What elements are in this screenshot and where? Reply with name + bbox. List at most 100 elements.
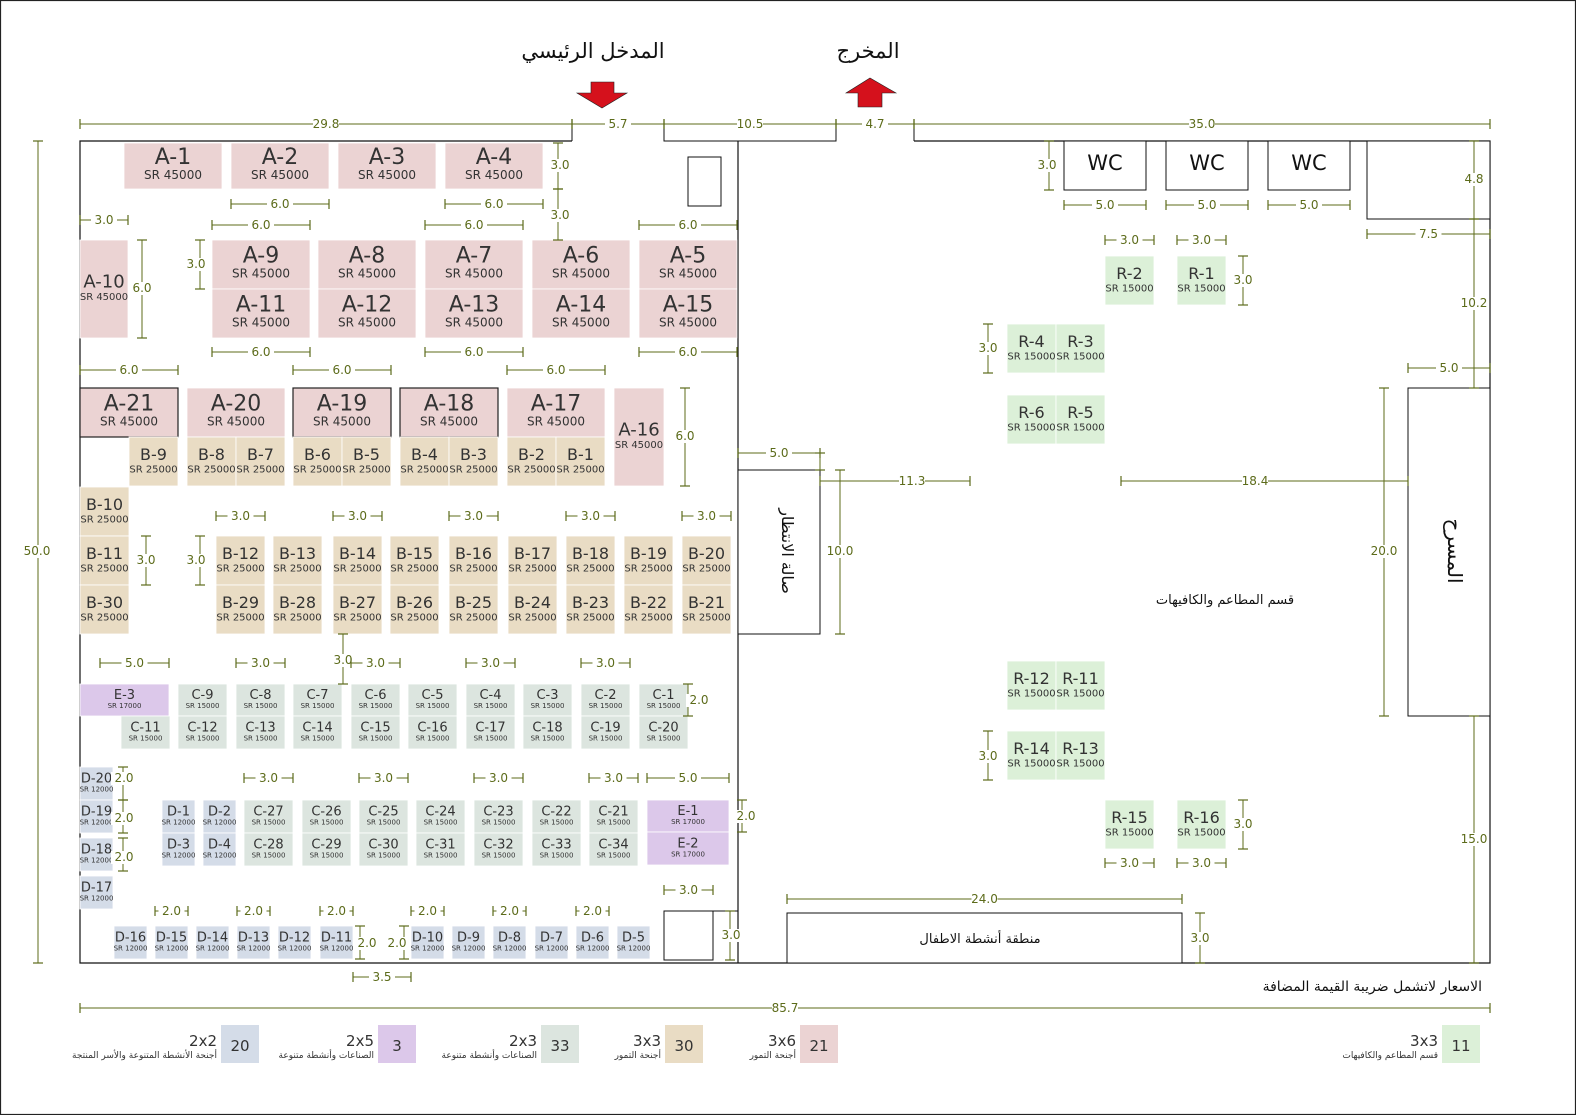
main-entrance-label: المدخل الرئيسي <box>521 39 664 63</box>
dim-label: 3.0 <box>978 341 997 355</box>
dim-label-bg <box>1189 118 1215 131</box>
booth-a-9: A-9SR 45000 <box>211 239 311 290</box>
dim-label-bg <box>766 447 792 460</box>
dimension-line: 10.2 <box>1461 218 1487 389</box>
booth-rect <box>215 584 266 635</box>
dim-label-bg <box>686 694 712 707</box>
booth-id: A-20 <box>211 392 262 417</box>
booth-rect <box>319 925 354 960</box>
booth-rect <box>522 715 573 750</box>
booth-id: B-22 <box>630 593 667 612</box>
dim-label-bg <box>354 937 380 950</box>
dimension-line: 3.0 <box>975 323 1001 374</box>
booth-rect <box>415 832 466 867</box>
vat-note: الاسعار لاتشمل ضريبة القيمة المضافة <box>1263 979 1482 995</box>
dim-label-bg <box>827 545 853 558</box>
booth-rect <box>113 925 148 960</box>
booth-price: SR 12000 <box>617 945 651 953</box>
legend-size: 3x3 <box>1410 1032 1438 1050</box>
dim-label-bg <box>1116 857 1143 870</box>
dim-label-bg <box>675 772 701 785</box>
dim-label: 10.0 <box>827 544 854 558</box>
booth-b-1: B-1SR 25000 <box>555 436 606 487</box>
booth-price: SR 12000 <box>80 786 114 794</box>
storage-box <box>687 156 722 207</box>
dimension-line: 6.0 <box>211 345 311 359</box>
dim-label-bg <box>111 812 137 825</box>
dim-label-bg <box>675 884 702 897</box>
booth-price: SR 15000 <box>474 735 508 743</box>
dimension-line: 2.0 <box>319 904 354 918</box>
reception-label: صالة الانتظار <box>777 507 797 594</box>
dim-label-bg <box>461 219 487 232</box>
booth-price: SR 25000 <box>80 564 128 575</box>
dimension-line: 2.0 <box>384 925 410 960</box>
booth-price: SR 17000 <box>108 702 142 710</box>
booth-rect <box>243 832 294 867</box>
booth-price: SR 25000 <box>342 465 390 476</box>
dim-label-bg <box>600 772 627 785</box>
booth-r-3: R-3SR 15000 <box>1055 323 1106 374</box>
legend-desc: أجنحة الأنشطة المتنوعة والأسر المنتجة <box>72 1049 217 1061</box>
booth-b-3: B-3SR 25000 <box>448 436 499 487</box>
dim-label: 5.0 <box>1439 361 1458 375</box>
booth-id: R-2 <box>1116 264 1142 283</box>
booth-rect <box>1055 394 1106 445</box>
booth-price: SR 15000 <box>1056 352 1104 363</box>
booth-rect <box>301 799 352 834</box>
booth-rect <box>1104 799 1155 850</box>
booth-id: C-16 <box>417 720 447 735</box>
booth-id: B-5 <box>353 445 380 464</box>
booth-price: SR 15000 <box>129 735 163 743</box>
booth-price: SR 15000 <box>310 819 344 827</box>
exit-arrow-icon <box>844 77 898 108</box>
booth-price: SR 25000 <box>390 564 438 575</box>
dim-label-bg <box>460 510 487 523</box>
booth-price: SR 25000 <box>129 465 177 476</box>
booth-b-8: B-8SR 25000 <box>186 436 237 487</box>
dim-label-bg <box>91 214 117 227</box>
booth-e-2: E-2SR 17000 <box>646 831 730 866</box>
booth-c-4: C-4SR 15000 <box>465 683 516 717</box>
dimension-line: 3.0 <box>1230 799 1256 850</box>
legend-count: 30 <box>674 1037 693 1055</box>
booth-price: SR 25000 <box>333 613 381 624</box>
dim-label: 3.0 <box>1120 856 1139 870</box>
dim-label: 2.0 <box>357 936 376 950</box>
booth-a-4: A-4SR 45000 <box>444 142 544 190</box>
dim-label: 5.0 <box>1197 198 1216 212</box>
booth-rect <box>638 288 738 339</box>
dim-label-bg <box>323 905 350 918</box>
booth-rect <box>424 239 524 290</box>
booth-a-6: A-6SR 45000 <box>531 239 631 290</box>
booth-price: SR 25000 <box>273 613 321 624</box>
dim-label: 3.0 <box>374 771 393 785</box>
booth-e-1: E-1SR 17000 <box>646 799 730 833</box>
booth-price: SR 15000 <box>186 735 220 743</box>
booth-rect <box>681 535 732 586</box>
dim-label-bg <box>971 893 998 906</box>
legend-swatch <box>541 1025 579 1063</box>
booth-rect <box>215 535 266 586</box>
booth-a-8: A-8SR 45000 <box>317 239 417 290</box>
dim-label-bg <box>1230 274 1256 287</box>
dim-label-bg <box>344 510 371 523</box>
booth-id: C-24 <box>425 804 455 819</box>
booth-price: SR 45000 <box>615 440 663 451</box>
dim-label-bg <box>1242 475 1268 488</box>
booth-price: SR 25000 <box>390 613 438 624</box>
wall-segment <box>663 124 837 142</box>
dimension-line: 5.0 <box>99 656 170 670</box>
booth-price: SR 15000 <box>1007 689 1055 700</box>
